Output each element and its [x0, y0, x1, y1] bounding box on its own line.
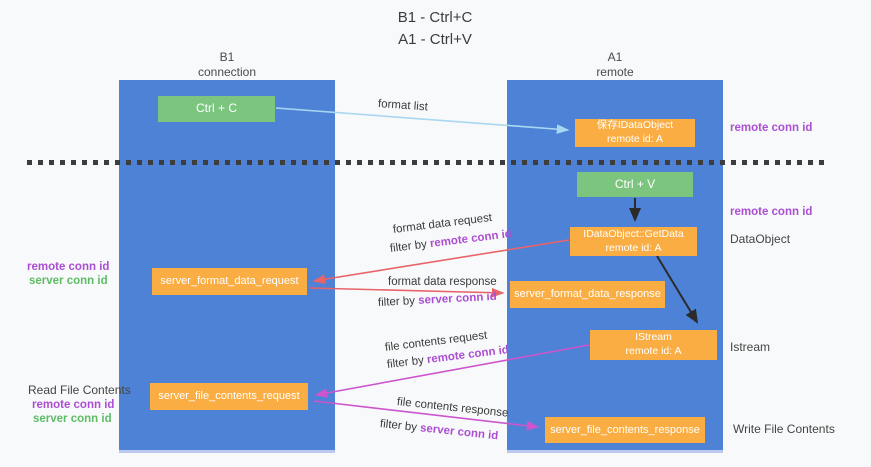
file-contents-response-label: file contents response [396, 396, 509, 420]
phase-separator-dashed-line [27, 160, 830, 165]
node-save-idataobject: 保存IDataObject remote id: A [575, 119, 695, 147]
lane-a1-role: remote [596, 65, 634, 79]
remote-conn-id-text: remote conn id [429, 228, 513, 251]
lane-b1-name: B1 [219, 50, 235, 64]
annotation-left-server-conn-id-2: server conn id [33, 413, 112, 425]
annotation-left-server-conn-id-1: server conn id [29, 275, 108, 287]
filter-by-server-conn-id-label-2: filter by server conn id [379, 418, 498, 442]
ctrl-c-label: Ctrl + C [195, 101, 237, 116]
diagram-title: B1 - Ctrl+C A1 - Ctrl+V [320, 7, 550, 51]
save-idataobject-line1: 保存IDataObject [596, 119, 674, 132]
filter-by-text: filter by [377, 294, 419, 309]
annotation-write-file-contents: Write File Contents [733, 422, 835, 436]
getdata-line2: remote id: A [605, 241, 662, 254]
annotation-remote-conn-id-mid: remote conn id [730, 206, 813, 218]
annotation-left-remote-conn-id-1: remote conn id [27, 261, 110, 273]
annotation-left-remote-conn-id-2: remote conn id [32, 399, 115, 411]
save-idataobject-line2: remote id: A [606, 133, 664, 145]
server-conn-id-text: server conn id [419, 422, 499, 443]
filter-by-text: filter by [389, 238, 431, 255]
lane-a1-name: A1 [607, 50, 623, 64]
lane-header-a1: A1 remote [540, 50, 690, 80]
lane-header-b1: B1 connection [152, 50, 302, 80]
server-format-data-request-label: server_format_data_request [160, 275, 299, 288]
format-data-response-label: format data response [388, 276, 497, 288]
format-list-label: format list [377, 98, 429, 114]
node-ctrl-c: Ctrl + C [158, 96, 275, 122]
title-line-2: A1 - Ctrl+V [398, 30, 472, 48]
annotation-dataobject: DataObject [730, 232, 791, 246]
server-file-contents-request-label: server_file_contents_request [158, 390, 300, 403]
server-format-data-response-label: server_format_data_response [514, 288, 661, 301]
annotation-read-file-contents: Read File Contents [28, 383, 131, 397]
annotation-istream: Istream [730, 340, 771, 354]
filter-by-text: filter by [379, 418, 421, 435]
node-ctrl-v: Ctrl + V [577, 172, 693, 197]
server-conn-id-text: server conn id [417, 290, 498, 307]
node-istream: IStream remote id: A [590, 330, 717, 360]
node-server-format-data-response: server_format_data_response [510, 281, 665, 308]
node-server-file-contents-request: server_file_contents_request [150, 383, 308, 410]
node-server-file-contents-response: server_file_contents_response [545, 417, 705, 443]
server-file-contents-response-label: server_file_contents_response [550, 423, 700, 436]
node-idataobject-getdata: IDataObject::GetData remote id: A [570, 227, 697, 256]
annotation-remote-conn-id-top: remote conn id [730, 122, 813, 134]
ctrl-v-label: Ctrl + V [614, 176, 656, 191]
filter-by-text: filter by [386, 354, 428, 371]
title-line-1: B1 - Ctrl+C [397, 9, 473, 26]
getdata-line1: IDataObject::GetData [583, 227, 684, 240]
node-server-format-data-request: server_format_data_request [152, 268, 307, 295]
filter-by-server-conn-id-label-1: filter by server conn id [378, 291, 497, 309]
istream-line1: IStream [635, 331, 672, 344]
lane-b1-role: connection [197, 65, 257, 79]
istream-line2: remote id: A [625, 345, 682, 357]
